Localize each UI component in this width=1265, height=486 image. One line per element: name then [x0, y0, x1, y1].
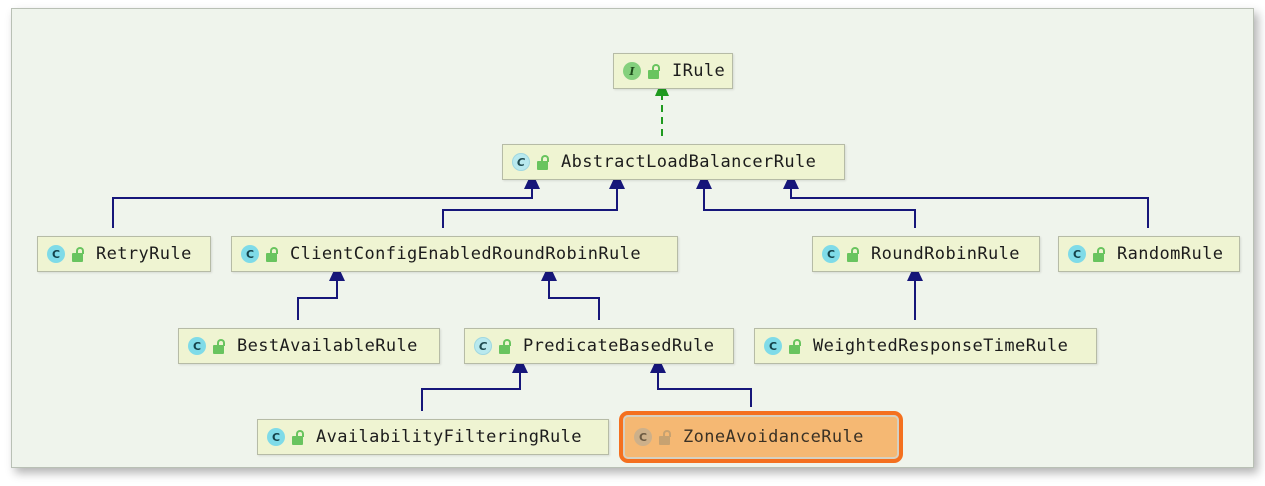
class-node-randomrule[interactable]: C RandomRule — [1058, 236, 1240, 272]
class-node-label: WeightedResponseTimeRule — [813, 336, 1069, 356]
edge-bestavailable-to-clientconfig — [297, 264, 345, 320]
edge-random-to-abstractlb — [783, 172, 1149, 228]
open-padlock-icon — [789, 338, 802, 354]
class-node-label: RetryRule — [96, 244, 192, 264]
class-icon: C — [241, 245, 259, 263]
open-padlock-icon — [537, 154, 550, 170]
class-node-clientconfigenabledroundrobinrule[interactable]: C ClientConfigEnabledRoundRobinRule — [231, 236, 678, 272]
abstract-class-icon: C — [474, 337, 492, 355]
class-node-availabilityfilteringrule[interactable]: C AvailabilityFilteringRule — [257, 419, 609, 455]
class-node-label: BestAvailableRule — [237, 336, 418, 356]
class-node-bestavailablerule[interactable]: C BestAvailableRule — [178, 328, 440, 364]
open-padlock-icon — [213, 338, 226, 354]
class-node-label: ClientConfigEnabledRoundRobinRule — [290, 244, 641, 264]
class-icon: C — [1068, 245, 1086, 263]
open-padlock-icon — [292, 429, 305, 445]
class-node-predicatebasedrule[interactable]: C PredicateBasedRule — [464, 328, 734, 364]
open-padlock-icon — [72, 246, 85, 262]
class-node-label: AvailabilityFilteringRule — [316, 427, 582, 447]
open-padlock-icon — [266, 246, 279, 262]
class-icon: C — [764, 337, 782, 355]
diagram-canvas: I IRule C AbstractLoadBalancerRule C Ret… — [11, 8, 1254, 468]
class-icon: C — [47, 245, 65, 263]
class-node-abstractloadbalancerrule[interactable]: C AbstractLoadBalancerRule — [502, 144, 845, 180]
open-padlock-icon — [659, 429, 672, 445]
open-padlock-icon — [847, 246, 860, 262]
open-padlock-icon — [648, 63, 661, 79]
class-icon: C — [267, 428, 285, 446]
class-node-roundrobinrule[interactable]: C RoundRobinRule — [812, 236, 1040, 272]
class-icon: C — [634, 428, 652, 446]
edge-clientconfig-to-abstractlb — [442, 172, 625, 228]
edge-retry-to-abstractlb — [112, 172, 540, 228]
class-node-label: IRule — [672, 61, 726, 81]
class-node-zoneavoidancerule[interactable]: C ZoneAvoidanceRule — [619, 411, 903, 463]
open-padlock-icon — [1093, 246, 1106, 262]
interface-icon: I — [623, 62, 641, 80]
edge-weighted-to-roundrobin — [907, 264, 923, 320]
edge-predicatebased-to-clientconfig — [541, 264, 600, 320]
abstract-class-icon: C — [512, 153, 530, 171]
open-padlock-icon — [499, 338, 512, 354]
class-node-label: AbstractLoadBalancerRule — [561, 152, 817, 172]
class-node-label: RandomRule — [1117, 244, 1224, 264]
class-node-label: ZoneAvoidanceRule — [683, 427, 864, 447]
class-node-retryrule[interactable]: C RetryRule — [37, 236, 211, 272]
class-node-label: RoundRobinRule — [871, 244, 1020, 264]
class-icon: C — [188, 337, 206, 355]
edge-roundrobin-to-abstractlb — [696, 172, 916, 228]
class-node-irule[interactable]: I IRule — [613, 53, 733, 89]
class-node-label: PredicateBasedRule — [523, 336, 715, 356]
edge-availability-to-predicatebased — [421, 356, 528, 411]
class-icon: C — [822, 245, 840, 263]
class-node-weightedresponsetimerule[interactable]: C WeightedResponseTimeRule — [754, 328, 1097, 364]
